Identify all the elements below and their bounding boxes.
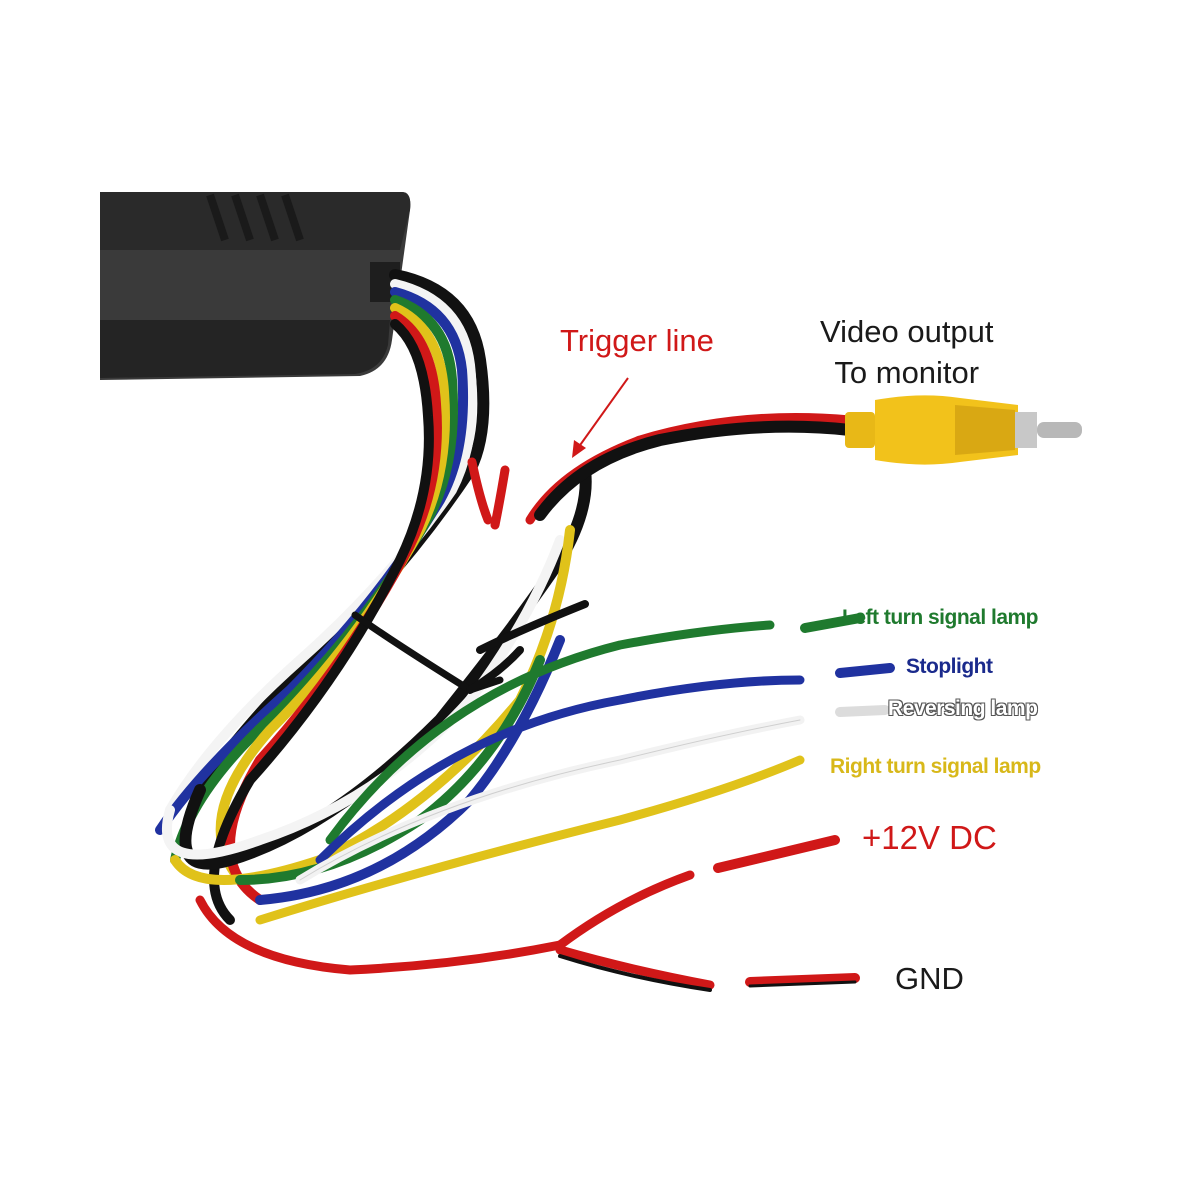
right-turn-label: Right turn signal lamp	[830, 755, 1041, 778]
individual-wires	[195, 613, 895, 992]
control-module	[100, 192, 411, 380]
power-label: +12V DC	[862, 819, 997, 856]
video-cable	[525, 413, 856, 525]
rca-plug	[845, 395, 1082, 465]
stoplight-label: Stoplight	[906, 655, 993, 678]
reversing-lamp-label: Reversing lamp	[888, 697, 1038, 720]
trigger-line-label: Trigger line	[560, 323, 714, 358]
video-output-line1: Video output	[820, 314, 994, 349]
trigger-arrow	[572, 377, 629, 458]
ground-label: GND	[895, 961, 964, 996]
video-output-line2: To monitor	[834, 354, 980, 390]
video-output-label: Video output To monitor	[820, 312, 994, 394]
left-turn-label: Left turn signal lamp	[842, 606, 1039, 629]
